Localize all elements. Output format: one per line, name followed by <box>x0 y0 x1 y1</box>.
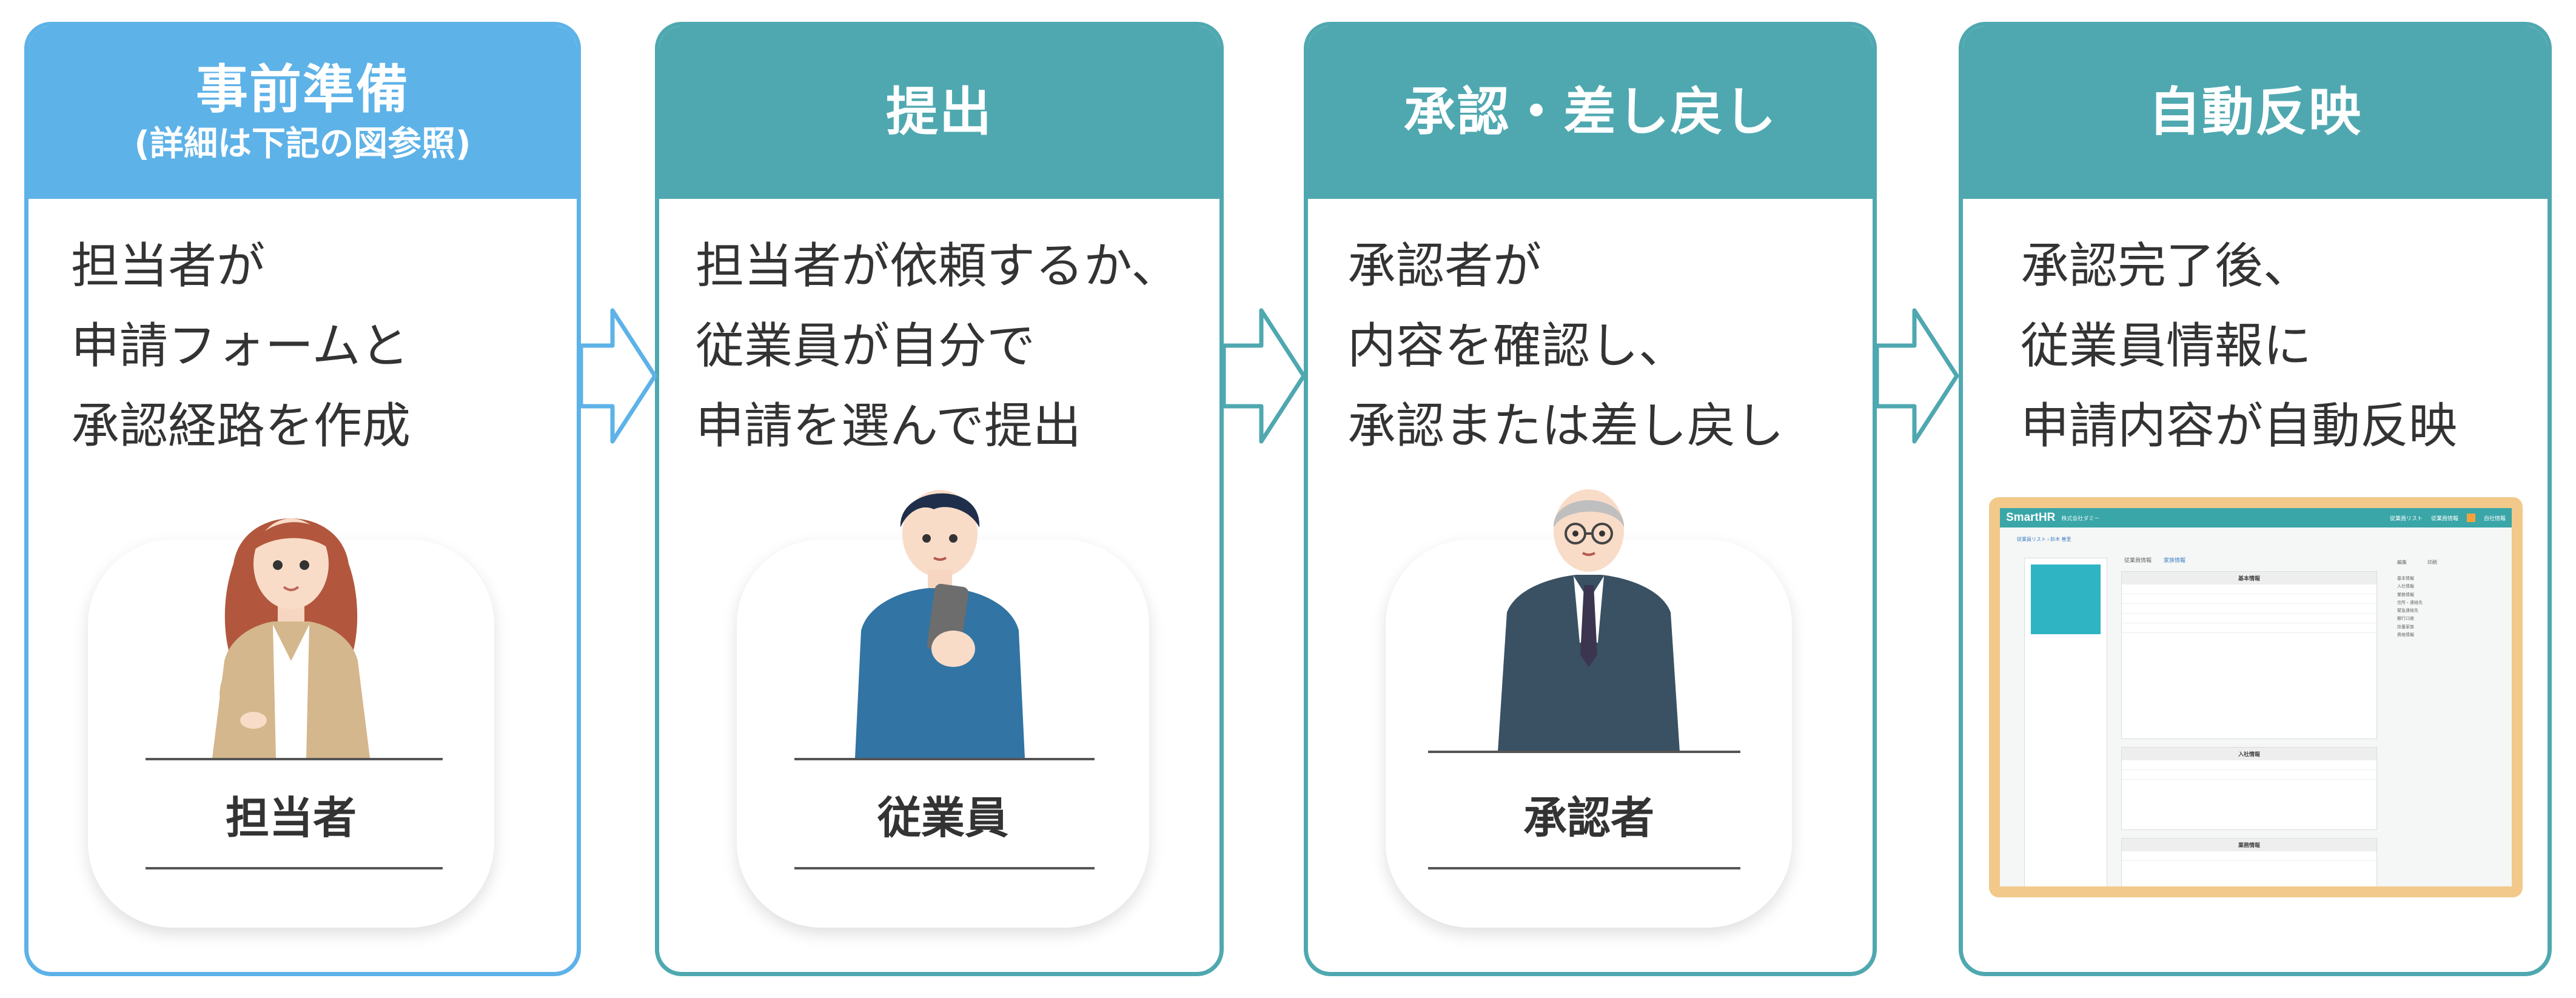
step-subtitle: (詳細は下記の図参照) <box>134 124 471 164</box>
step-title: 提出 <box>886 82 993 143</box>
nav-item[interactable]: 従業員情報 <box>2430 515 2458 521</box>
divider <box>146 758 443 760</box>
info-panel: 業務情報 <box>2121 838 2377 886</box>
flow-arrow-icon <box>1221 308 1306 444</box>
person-label: 担当者 <box>225 792 357 843</box>
employee-icon <box>855 490 1025 758</box>
step-description: 担当者が依頼するか、 従業員が自分で 申請を選んで提出 <box>696 226 1207 466</box>
person-label: 承認者 <box>1523 792 1654 843</box>
app-screenshot: SmartHR 株式会社ダミー 従業員リスト 従業員情報 自社情報 従業員リスト… <box>1989 497 2523 897</box>
divider <box>1428 867 1740 869</box>
step-title: 承認・差し戻し <box>1403 82 1777 143</box>
app-topbar: SmartHR 株式会社ダミー 従業員リスト 従業員情報 自社情報 <box>2000 508 2512 527</box>
app-window: SmartHR 株式会社ダミー 従業員リスト 従業員情報 自社情報 従業員リスト… <box>2000 508 2512 886</box>
panel-title: 入社情報 <box>2122 748 2376 760</box>
flow-arrow-icon <box>579 308 657 444</box>
description-line: 承認者が <box>1347 238 1541 294</box>
avatar <box>2031 564 2101 634</box>
profile-panel <box>2024 558 2107 886</box>
side-menu-item[interactable]: 銀行口座 <box>2397 617 2414 621</box>
step-title: 自動反映 <box>2148 82 2362 143</box>
flow-arrow-icon <box>1874 308 1959 444</box>
nav-item[interactable]: 従業員リスト <box>2389 515 2423 521</box>
description-line: 従業員情報に <box>2021 318 2312 374</box>
info-panel: 基本情報 <box>2121 571 2377 739</box>
edit-button[interactable]: 編集 <box>2397 560 2407 565</box>
step-description: 承認完了後、 従業員情報に 申請内容が自動反映 <box>2021 226 2535 466</box>
step-header-auto-reflect: 自動反映 <box>1963 26 2547 199</box>
side-menu-item[interactable]: 業務情報 <box>2397 592 2414 597</box>
description-line: 申請を選んで提出 <box>696 398 1081 454</box>
divider <box>794 758 1095 760</box>
description-line: 申請フォームと <box>71 318 409 374</box>
app-logo: SmartHR <box>2006 511 2056 524</box>
info-panel: 入社情報 <box>2121 747 2377 830</box>
side-menu-item[interactable]: 緊急連絡先 <box>2397 609 2418 614</box>
description-line: 申請内容が自動反映 <box>2021 398 2457 454</box>
side-menu-item[interactable]: 扶養家族 <box>2397 625 2414 629</box>
nav-item[interactable]: 自社情報 <box>2483 515 2506 521</box>
step-header-preparation: 事前準備 (詳細は下記の図参照) <box>29 26 577 199</box>
person-in-charge-icon <box>212 518 370 758</box>
company-name: 株式会社ダミー <box>2061 515 2100 521</box>
divider <box>794 867 1095 869</box>
breadcrumb[interactable]: 従業員リスト › 鈴木 善里 <box>2017 537 2071 542</box>
tab[interactable]: 従業員情報 <box>2124 557 2152 563</box>
description-line: 承認経路を作成 <box>71 398 411 454</box>
divider <box>1428 751 1740 753</box>
step-header-approval: 承認・差し戻し <box>1308 26 1873 199</box>
description-line: 担当者が依頼するか、 <box>696 238 1180 294</box>
panel-title: 基本情報 <box>2122 572 2376 584</box>
description-line: 従業員が自分で <box>696 318 1035 374</box>
description-line: 承認または差し戻し <box>1347 398 1784 454</box>
notification-icon[interactable] <box>2466 514 2475 522</box>
side-menu-item[interactable]: 入社情報 <box>2397 584 2414 589</box>
step-description: 承認者が 内容を確認し、 承認または差し戻し <box>1347 226 1860 466</box>
step-title: 事前準備 <box>196 59 409 121</box>
side-menu: 基本情報 入社情報 業務情報 住所・連絡先 緊急連絡先 銀行口座 扶養家族 資格… <box>2397 575 2423 639</box>
description-line: 内容を確認し、 <box>1347 318 1687 374</box>
tab[interactable]: 家族情報 <box>2164 557 2186 563</box>
panel-title: 業務情報 <box>2122 839 2376 851</box>
approver-icon <box>1498 489 1680 752</box>
step-description: 担当者が 申請フォームと 承認経路を作成 <box>71 226 565 466</box>
side-menu-item[interactable]: 基本情報 <box>2397 577 2414 581</box>
person-label: 従業員 <box>877 792 1008 843</box>
side-menu-item[interactable]: 資格情報 <box>2397 633 2414 638</box>
divider <box>146 867 443 869</box>
description-line: 担当者が <box>71 238 265 294</box>
step-header-submit: 提出 <box>659 26 1219 199</box>
side-menu-item[interactable]: 住所・連絡先 <box>2397 600 2423 605</box>
print-button[interactable]: 印刷 <box>2427 560 2437 565</box>
description-line: 承認完了後、 <box>2021 238 2312 294</box>
